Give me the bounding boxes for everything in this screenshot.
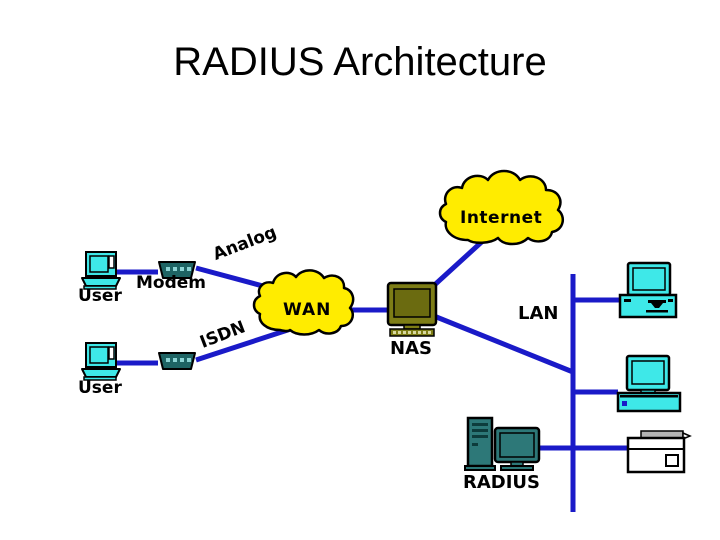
server-monitor-base xyxy=(500,465,534,471)
lan-printer[interactable] xyxy=(626,430,692,474)
laptop-screen xyxy=(89,346,109,364)
modem-led xyxy=(180,267,184,271)
laptop-foot xyxy=(83,376,117,381)
laptop-hinge-tab xyxy=(108,255,115,269)
user-laptop-2[interactable] xyxy=(81,342,121,381)
modem-2[interactable] xyxy=(158,352,196,370)
server-monitor-screen xyxy=(499,432,535,458)
server-power-led xyxy=(472,443,478,446)
laptop-hinge-tab xyxy=(108,346,115,360)
modem-led xyxy=(173,267,177,271)
server-tower-base xyxy=(464,465,496,471)
label-modem: Modem xyxy=(136,273,207,293)
modem-led xyxy=(187,358,191,362)
label-radius: RADIUS xyxy=(463,472,541,493)
internet-cloud[interactable] xyxy=(438,169,565,246)
modem-led xyxy=(166,358,170,362)
laptop-base xyxy=(81,277,121,287)
nas-screen xyxy=(393,288,431,318)
server-bay xyxy=(472,435,488,438)
laptop-screen xyxy=(89,255,109,273)
pc-monitor-screen xyxy=(632,267,666,291)
server-bay xyxy=(472,423,488,426)
connection-lines xyxy=(115,236,628,512)
radius-server[interactable] xyxy=(464,416,541,471)
wan-cloud[interactable] xyxy=(252,269,355,336)
pc-drive-tray xyxy=(651,303,663,308)
label-user-2: User xyxy=(78,378,122,398)
server-bay xyxy=(472,429,488,432)
modem-led xyxy=(180,358,184,362)
user-laptop-1[interactable] xyxy=(81,251,121,290)
pc-monitor-screen xyxy=(631,360,665,385)
nas-device[interactable] xyxy=(386,281,438,337)
pc-led xyxy=(622,401,627,406)
cloud-shape xyxy=(438,169,565,246)
lan-desktop-2[interactable] xyxy=(616,354,682,413)
printer-panel-button xyxy=(665,454,679,467)
label-nas: NAS xyxy=(390,338,432,359)
cloud-shape xyxy=(252,269,355,336)
label-user-1: User xyxy=(78,286,122,306)
pc-case xyxy=(618,293,678,319)
pc-power-button xyxy=(624,299,631,302)
nas-keyboard xyxy=(389,328,435,337)
modem-led xyxy=(173,358,177,362)
modem-1[interactable] xyxy=(158,261,196,279)
nas-keyboard-keys xyxy=(393,331,431,334)
lan-desktop-1[interactable] xyxy=(618,261,678,319)
laptop-foot xyxy=(83,285,117,290)
laptop-base xyxy=(81,368,121,378)
pc-case-trim xyxy=(620,395,678,398)
label-lan: LAN xyxy=(518,303,559,324)
pc-front-line xyxy=(646,310,668,313)
pc-led xyxy=(668,299,673,302)
modem-led xyxy=(187,267,191,271)
pc-drive-slot xyxy=(648,300,666,303)
page-title: RADIUS Architecture xyxy=(173,40,547,84)
link-nas-lan xyxy=(423,309,574,375)
modem-led xyxy=(166,267,170,271)
